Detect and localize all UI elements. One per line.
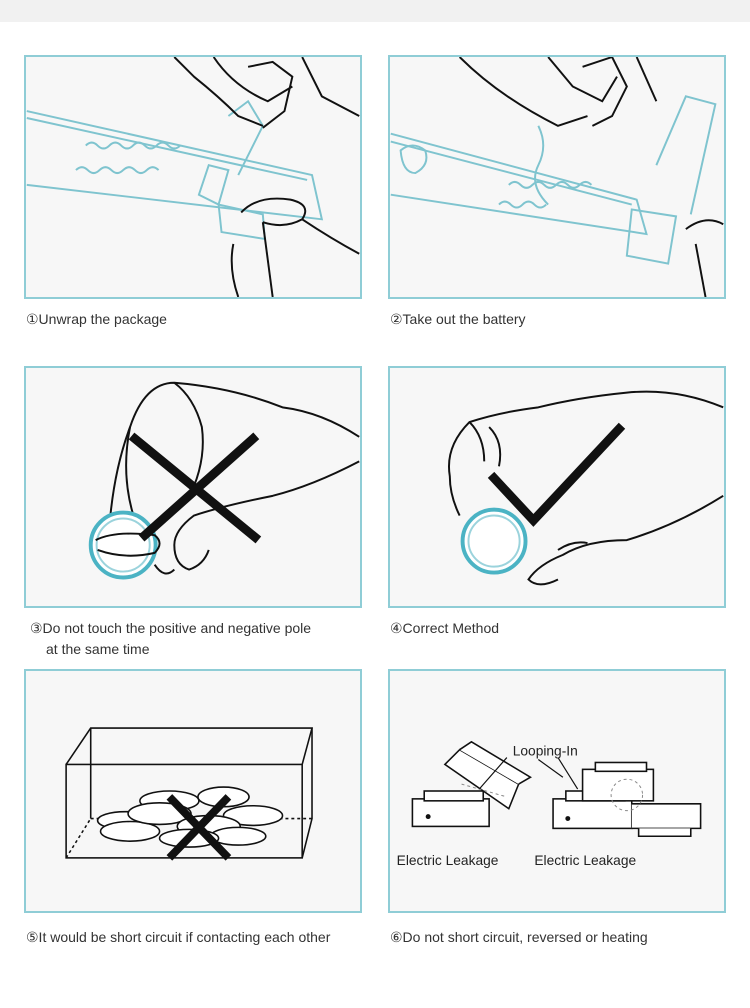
panel-correct-grip [388,366,726,608]
wrong-x-mark [128,432,262,544]
coins-in-box-illustration [65,727,314,861]
label-electric-leakage-left: Electric Leakage [397,853,499,868]
wrong-grip-illustration [88,381,360,580]
correct-check-mark [487,422,626,527]
panel-electric-leakage: Looping-In Electric Leakage Electric Lea… [388,669,726,913]
panel-coins-in-box [24,669,362,913]
wrong-x-mark [166,794,232,861]
caption-step-3: ③Do not touch the positive and negative … [30,618,311,660]
take-out-battery-illustration [390,57,724,297]
panel-unwrap-package [24,55,362,299]
coin-battery [88,510,158,580]
caption-step-1: ①Unwrap the package [26,311,167,327]
electric-leakage-illustration: Looping-In Electric Leakage Electric Lea… [397,740,702,868]
caption-step-5: ⑤It would be short circuit if contacting… [26,929,331,945]
caption-step-3-line1: ③Do not touch the positive and negative … [30,620,312,636]
panel-take-out-battery [388,55,726,299]
label-looping-in: Looping-In [513,744,578,759]
caption-step-4: ④Correct Method [390,620,500,636]
unwrap-illustration [26,57,360,297]
correct-grip-illustration [448,390,724,586]
coin-battery [460,507,528,575]
top-band [0,0,750,22]
caption-step-2: ②Take out the battery [390,311,526,327]
panel-wrong-grip [24,366,362,608]
caption-step-3-line2: at the same time [46,641,150,657]
caption-step-6: ⑥Do not short circuit, reversed or heati… [390,929,648,945]
label-electric-leakage-right: Electric Leakage [534,853,636,868]
